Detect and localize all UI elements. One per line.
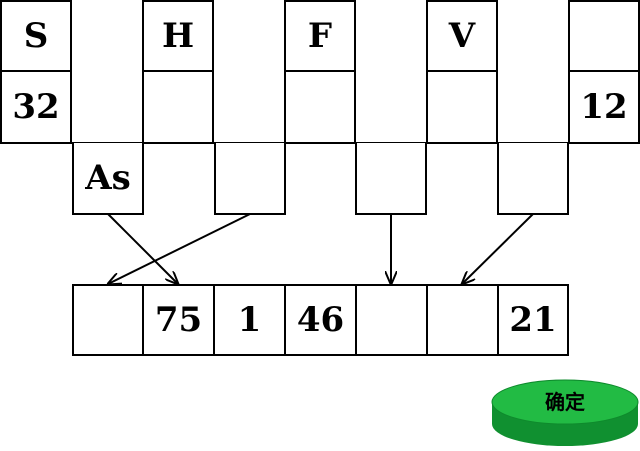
- bottom-cell-3[interactable]: 1: [213, 284, 286, 356]
- top-symbol-cell-4[interactable]: V: [426, 0, 498, 72]
- top-value-cell-1[interactable]: 32: [0, 72, 72, 144]
- top-value-cell-2[interactable]: [142, 72, 214, 144]
- top-symbol-cell-5[interactable]: [568, 0, 640, 72]
- arrow-from-middle-cell-1: [107, 213, 178, 284]
- middle-cell-2[interactable]: [214, 143, 286, 215]
- top-value-cell-3[interactable]: [284, 72, 356, 144]
- confirm-button-shape: [491, 379, 639, 446]
- bottom-cell-7[interactable]: 21: [497, 284, 569, 356]
- bottom-cell-1[interactable]: [72, 284, 144, 356]
- bottom-cell-2[interactable]: 75: [142, 284, 215, 356]
- confirm-button-label: 确定: [545, 390, 585, 414]
- bottom-cell-6[interactable]: [426, 284, 499, 356]
- middle-cell-1[interactable]: As: [72, 143, 144, 215]
- arrow-from-middle-cell-4: [462, 213, 534, 284]
- middle-cell-4[interactable]: [497, 143, 569, 215]
- top-symbol-cell-2[interactable]: H: [142, 0, 214, 72]
- bottom-cell-4[interactable]: 46: [284, 284, 357, 356]
- bottom-cell-5[interactable]: [355, 284, 428, 356]
- top-symbol-cell-3[interactable]: F: [284, 0, 356, 72]
- top-symbol-cell-1[interactable]: S: [0, 0, 72, 72]
- arrow-from-middle-cell-2: [108, 213, 251, 284]
- middle-cell-3[interactable]: [355, 143, 427, 215]
- confirm-button[interactable]: 确定: [490, 378, 640, 448]
